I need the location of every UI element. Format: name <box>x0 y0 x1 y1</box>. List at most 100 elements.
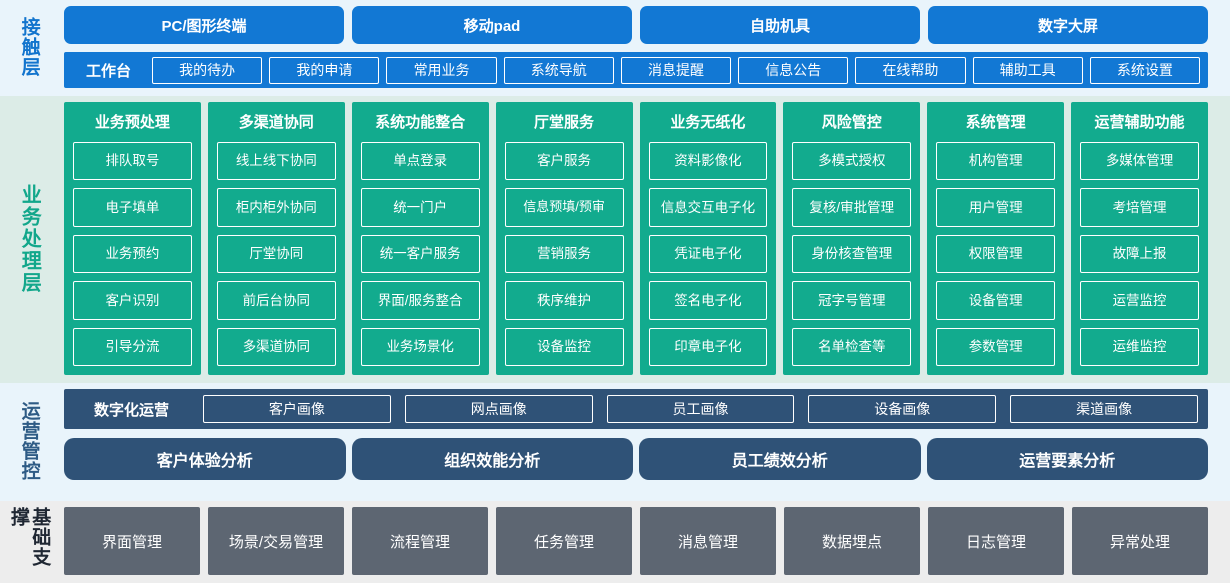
business-item[interactable]: 印章电子化 <box>648 327 768 367</box>
base-item[interactable]: 数据埋点 <box>784 507 920 575</box>
workbench-item[interactable]: 我的待办 <box>152 56 263 84</box>
business-item[interactable]: 多媒体管理 <box>1080 142 1199 181</box>
business-item[interactable]: 机构管理 <box>936 142 1056 181</box>
business-column-title: 业务无纸化 <box>670 114 746 131</box>
business-item[interactable]: 设备管理 <box>936 281 1056 320</box>
business-column-title: 风险管控 <box>821 114 882 131</box>
workbench-item[interactable]: 信息公告 <box>738 56 849 84</box>
business-item[interactable]: 客户服务 <box>504 142 624 181</box>
business-column: 厅堂服务 客户服务 信息预填/预审 营销服务 秩序维护 设备监控 <box>495 102 633 375</box>
business-item-list: 多媒体管理 考培管理 故障上报 运营监控 运维监控 <box>1080 142 1199 367</box>
analysis-item[interactable]: 客户体验分析 <box>64 438 346 480</box>
business-item[interactable]: 业务预约 <box>73 234 192 274</box>
base-layer-body: 界面管理 场景/交易管理 流程管理 任务管理 消息管理 数据埋点 日志管理 异常… <box>58 507 1230 575</box>
base-item[interactable]: 异常处理 <box>1072 507 1208 575</box>
portrait-item[interactable]: 渠道画像 <box>1010 395 1198 423</box>
business-item[interactable]: 设备监控 <box>504 327 624 367</box>
business-item[interactable]: 多渠道协同 <box>216 327 336 367</box>
business-item[interactable]: 柜内柜外协同 <box>216 188 336 227</box>
portrait-item[interactable]: 设备画像 <box>808 395 997 423</box>
business-item[interactable]: 参数管理 <box>936 327 1056 367</box>
workbench-label: 工作台 <box>86 62 132 80</box>
business-item[interactable]: 签名电子化 <box>648 281 768 320</box>
business-item-list: 机构管理 用户管理 权限管理 设备管理 参数管理 <box>936 142 1056 367</box>
business-item[interactable]: 统一门户 <box>360 188 480 227</box>
business-item[interactable]: 秩序维护 <box>504 281 624 320</box>
business-item[interactable]: 用户管理 <box>936 188 1056 227</box>
analysis-item[interactable]: 运营要素分析 <box>926 438 1208 480</box>
business-layer-label: 业务处理层 <box>18 183 41 294</box>
workbench-item[interactable]: 系统导航 <box>503 56 614 84</box>
business-item[interactable]: 名单检查等 <box>792 327 912 367</box>
business-column-grid: 业务预处理 排队取号 电子填单 业务预约 客户识别 引导分流 多渠道协同 线上线… <box>58 102 1230 375</box>
workbench-item[interactable]: 辅助工具 <box>972 56 1083 84</box>
analysis-row: 客户体验分析 组织效能分析 员工绩效分析 运营要素分析 <box>64 438 1208 480</box>
business-item[interactable]: 多模式授权 <box>792 142 912 181</box>
business-item[interactable]: 厅堂协同 <box>216 234 336 274</box>
workbench-item[interactable]: 在线帮助 <box>855 56 966 84</box>
business-column-title: 多渠道协同 <box>238 114 314 131</box>
business-item[interactable]: 资料影像化 <box>648 142 768 181</box>
business-item[interactable]: 营销服务 <box>504 234 624 274</box>
contact-layer-label: 接触层 <box>18 17 40 77</box>
business-item[interactable]: 统一客户服务 <box>360 234 480 274</box>
base-item[interactable]: 流程管理 <box>352 507 488 575</box>
business-item[interactable]: 信息预填/预审 <box>504 188 624 227</box>
business-item[interactable]: 考培管理 <box>1080 188 1199 227</box>
business-column-title: 厅堂服务 <box>534 114 595 131</box>
business-item[interactable]: 引导分流 <box>73 327 192 367</box>
workbench-item[interactable]: 消息提醒 <box>620 56 732 84</box>
terminal-chip[interactable]: 移动pad <box>352 6 632 44</box>
base-item[interactable]: 消息管理 <box>640 507 776 575</box>
portrait-item[interactable]: 网点画像 <box>404 395 593 423</box>
business-item[interactable]: 身份核查管理 <box>792 234 912 274</box>
terminal-chip[interactable]: 数字大屏 <box>928 6 1208 44</box>
base-item[interactable]: 日志管理 <box>928 507 1064 575</box>
base-item[interactable]: 任务管理 <box>496 507 632 575</box>
workbench-row: 工作台 我的待办 我的申请 常用业务 系统导航 消息提醒 信息公告 在线帮助 辅… <box>64 52 1208 88</box>
analysis-item[interactable]: 组织效能分析 <box>351 438 633 480</box>
business-item[interactable]: 信息交互电子化 <box>648 188 768 227</box>
business-item-list: 线上线下协同 柜内柜外协同 厅堂协同 前后台协同 多渠道协同 <box>216 142 336 367</box>
base-item[interactable]: 界面管理 <box>64 507 200 575</box>
ops-layer-label: 运营管控 <box>18 401 40 481</box>
base-layer-band: 基础支撑 界面管理 场景/交易管理 流程管理 任务管理 消息管理 数据埋点 日志… <box>0 501 1230 583</box>
business-item[interactable]: 业务场景化 <box>360 327 480 367</box>
business-item[interactable]: 电子填单 <box>73 188 192 227</box>
analysis-item[interactable]: 员工绩效分析 <box>639 438 921 480</box>
business-column: 业务预处理 排队取号 电子填单 业务预约 客户识别 引导分流 <box>64 102 201 375</box>
business-item[interactable]: 客户识别 <box>73 281 192 320</box>
business-item[interactable]: 单点登录 <box>360 142 480 181</box>
business-item[interactable]: 权限管理 <box>936 234 1056 274</box>
terminal-chip-row: PC/图形终端 移动pad 自助机具 数字大屏 <box>58 6 1230 44</box>
business-item[interactable]: 前后台协同 <box>216 281 336 320</box>
portrait-item[interactable]: 客户画像 <box>203 395 391 423</box>
ops-layer-band: 运营管控 数字化运营 客户画像 网点画像 员工画像 设备画像 渠道画像 客户体验… <box>0 383 1230 501</box>
business-item[interactable]: 复核/审批管理 <box>792 188 912 227</box>
business-item[interactable]: 排队取号 <box>73 142 192 181</box>
base-item[interactable]: 场景/交易管理 <box>208 507 344 575</box>
business-item[interactable]: 界面/服务整合 <box>360 281 480 320</box>
business-item[interactable]: 故障上报 <box>1080 234 1199 274</box>
base-layer-label: 基础支撑 <box>8 507 51 567</box>
business-layer-band: 业务处理层 业务预处理 排队取号 电子填单 业务预约 客户识别 引导分流 多渠道… <box>0 96 1230 383</box>
business-item[interactable]: 运维监控 <box>1080 327 1199 367</box>
workbench-item[interactable]: 我的申请 <box>269 56 380 84</box>
ops-layer-body: 数字化运营 客户画像 网点画像 员工画像 设备画像 渠道画像 客户体验分析 组织… <box>58 389 1230 493</box>
business-item[interactable]: 线上线下协同 <box>216 142 336 181</box>
business-item[interactable]: 凭证电子化 <box>648 234 768 274</box>
business-item[interactable]: 运营监控 <box>1080 281 1199 320</box>
digital-ops-row: 数字化运营 客户画像 网点画像 员工画像 设备画像 渠道画像 <box>64 389 1208 429</box>
portrait-item[interactable]: 员工画像 <box>606 395 795 423</box>
terminal-chip[interactable]: 自助机具 <box>640 6 920 44</box>
business-column: 多渠道协同 线上线下协同 柜内柜外协同 厅堂协同 前后台协同 多渠道协同 <box>207 102 345 375</box>
business-column-title: 业务预处理 <box>94 114 170 131</box>
terminal-chip[interactable]: PC/图形终端 <box>64 6 344 44</box>
workbench-item[interactable]: 系统设置 <box>1089 56 1200 84</box>
business-item[interactable]: 冠字号管理 <box>792 281 912 320</box>
business-column-title: 运营辅助功能 <box>1094 114 1185 131</box>
business-column: 风险管控 多模式授权 复核/审批管理 身份核查管理 冠字号管理 名单检查等 <box>783 102 921 375</box>
business-layer-body: 业务预处理 排队取号 电子填单 业务预约 客户识别 引导分流 多渠道协同 线上线… <box>58 102 1230 375</box>
workbench-item[interactable]: 常用业务 <box>386 56 497 84</box>
